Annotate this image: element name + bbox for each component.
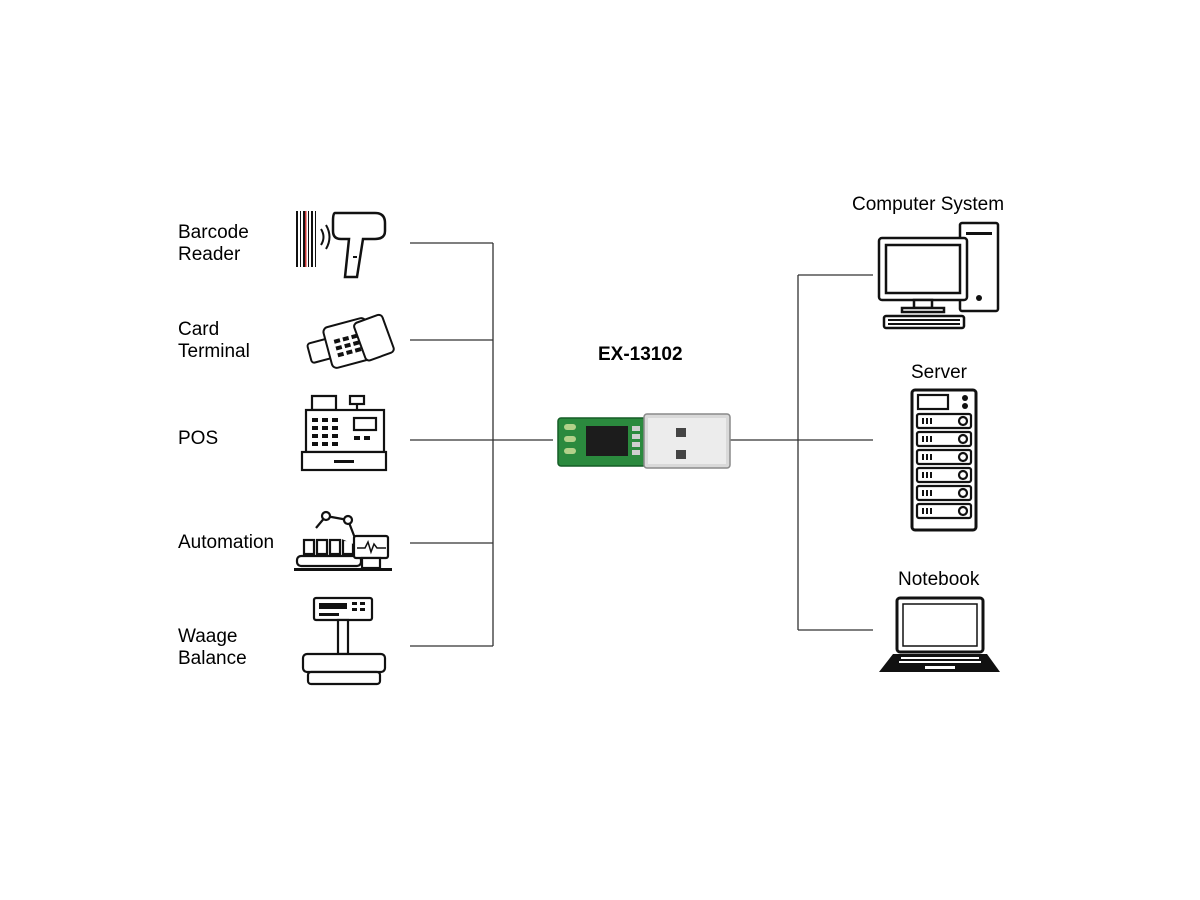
barcode-reader-icon [296, 211, 387, 279]
usb-adapter-icon [557, 413, 731, 469]
label-automation: Automation [178, 532, 275, 553]
laptop-icon [879, 596, 1000, 672]
pos-register-icon [300, 394, 388, 472]
label-card-terminal: Card Terminal [178, 319, 250, 362]
label-waage-balance: Waage Balance [178, 626, 247, 669]
weighing-scale-icon [301, 596, 387, 686]
label-pos: POS [178, 428, 219, 449]
desktop-computer-icon [877, 221, 1000, 330]
card-terminal-icon [306, 313, 395, 369]
automation-robot-icon [294, 510, 392, 571]
server-rack-icon [910, 388, 978, 532]
label-computer-system: Computer System [852, 194, 1005, 215]
label-barcode-reader: Barcode Reader [178, 222, 249, 265]
label-notebook: Notebook [898, 569, 980, 590]
label-server: Server [911, 362, 967, 383]
device-model-label: EX-13102 [598, 344, 683, 365]
